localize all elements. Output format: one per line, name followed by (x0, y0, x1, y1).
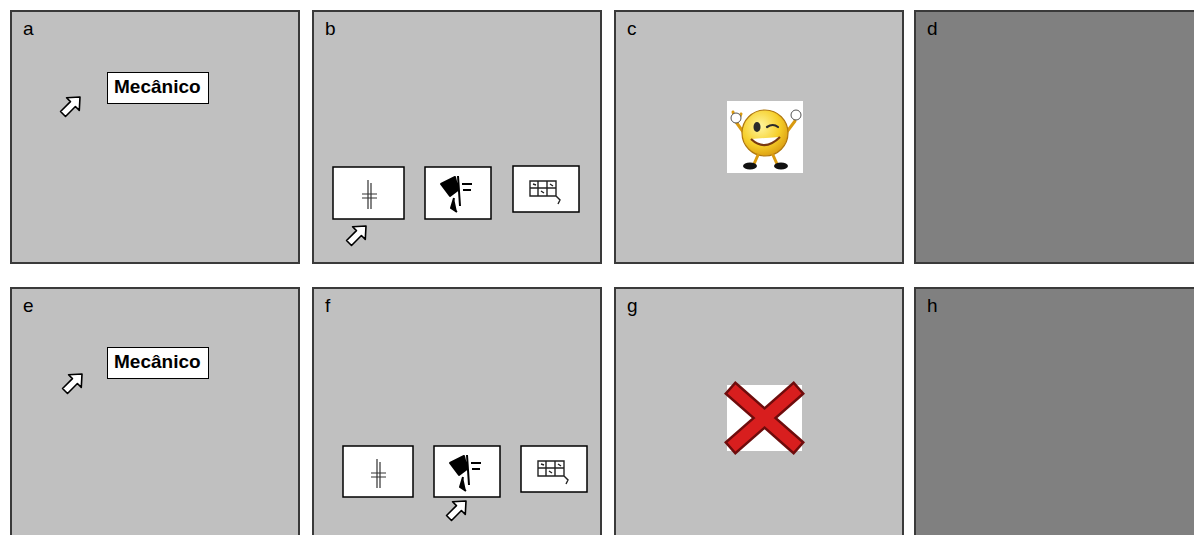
panel-ground (914, 287, 1194, 535)
symbol-box (434, 446, 500, 497)
figure-panel: eMecânico (10, 287, 300, 535)
panel-ground (10, 10, 300, 264)
panel-letter: c (627, 18, 637, 40)
error-cross (727, 385, 802, 451)
mouse-cursor (343, 220, 373, 250)
symbol-box (513, 166, 579, 212)
mouse-cursor (57, 91, 87, 121)
panel-ground (312, 287, 602, 535)
panel-letter: b (325, 18, 336, 40)
panel-letter: g (627, 295, 638, 317)
figure-panel: f (312, 287, 602, 535)
symbol-box (425, 167, 491, 219)
panel-ground (614, 10, 904, 264)
stimulus-word: Mecânico (114, 351, 202, 374)
word-box: Mecânico (107, 72, 209, 104)
symbol-box (333, 167, 404, 219)
figure-panel: c (614, 10, 904, 264)
panel-ground (614, 287, 904, 535)
panel-letter: f (325, 295, 330, 317)
stimulus-word: Mecânico (114, 76, 202, 99)
panel-letter: h (927, 295, 938, 317)
panel-letter: e (23, 295, 34, 317)
mouse-cursor (443, 495, 473, 525)
panel-ground (312, 10, 602, 264)
word-box: Mecânico (107, 347, 209, 379)
figure-panel: h (914, 287, 1194, 535)
smiley-feedback (727, 101, 803, 173)
symbol-box (343, 446, 413, 497)
panel-ground (10, 287, 300, 535)
figure-panel: b (312, 10, 602, 264)
figure-panel: aMecânico (10, 10, 300, 264)
mouse-cursor (59, 368, 89, 398)
panel-letter: d (927, 18, 938, 40)
symbol-box (521, 446, 587, 492)
panel-ground (914, 10, 1194, 264)
panel-letter: a (23, 18, 34, 40)
figure-panel: d (914, 10, 1194, 264)
figure-panel: g (614, 287, 904, 535)
